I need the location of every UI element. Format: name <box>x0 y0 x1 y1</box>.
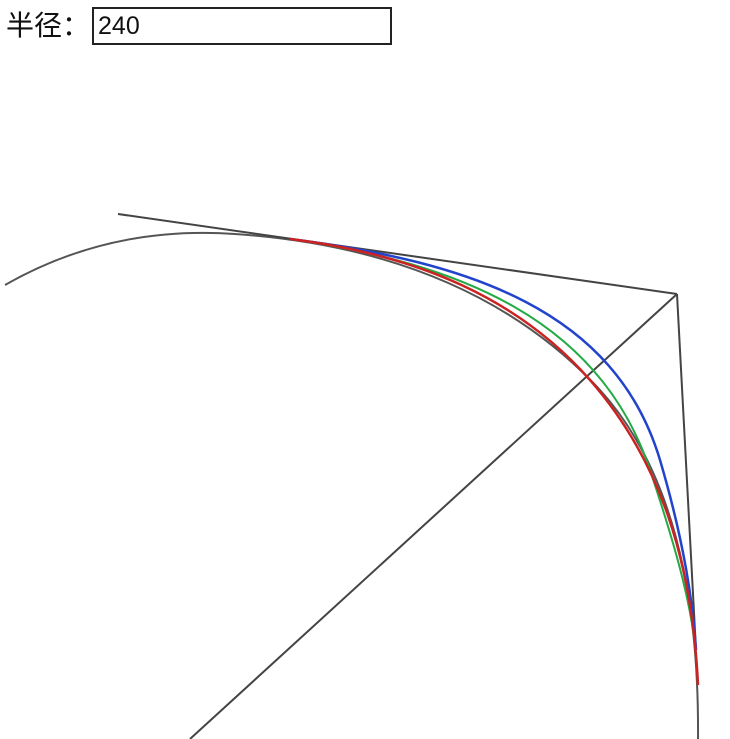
reference-circle <box>4 231 700 739</box>
arc-curve <box>289 237 700 686</box>
bezier-curve <box>289 237 698 651</box>
radius-label: 半径： <box>6 9 91 42</box>
diagonal-line <box>189 293 678 739</box>
green-curve <box>289 238 697 656</box>
right-tangent-line <box>676 293 697 651</box>
radius-control: 半径： <box>6 5 393 47</box>
radius-input[interactable] <box>92 7 393 45</box>
top-tangent-line <box>117 213 678 295</box>
